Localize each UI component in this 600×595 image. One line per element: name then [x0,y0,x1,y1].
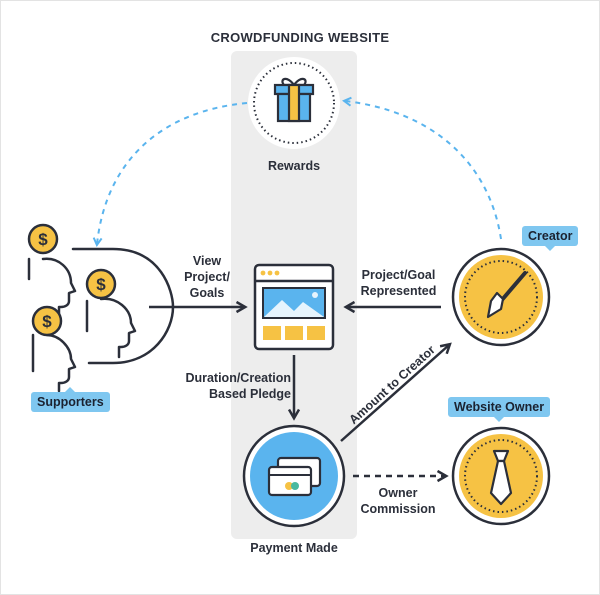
svg-text:$: $ [96,275,106,294]
diagram-title: CROWDFUNDING WEBSITE [210,30,390,45]
payment-node [242,424,346,528]
svg-text:$: $ [38,230,48,249]
website-owner-node [451,426,551,526]
website-owner-tag: Website Owner [448,397,551,422]
owner-commission-label: Owner Commission [360,486,436,516]
paintbrush-icon [486,271,527,319]
project-goal-label: Project/Goal Represented [360,268,437,298]
web-page-icon [253,263,335,351]
supporters-tag: Supporters [31,387,110,412]
dollar-coin-icon: $ $ $ [27,223,117,337]
amount-to-creator-arrow [340,342,452,442]
rewards-node [248,57,340,149]
creator-tag: Creator [522,226,579,251]
creator-node [451,247,551,347]
duration-pledge-label: Duration/Creation Based Pledge [185,371,291,401]
necktie-icon [489,449,513,506]
creator-to-rewards-arrow [342,96,502,240]
reward-to-supporters-arrow [92,102,248,247]
supporter-heads-icon [27,247,175,393]
rewards-label: Rewards [267,159,321,173]
payment-made-label: Payment Made [250,541,338,555]
credit-card-icon [267,456,322,497]
gift-icon [273,77,315,123]
view-project-label: View Project/ Goals [184,254,230,300]
svg-text:$: $ [42,312,52,331]
